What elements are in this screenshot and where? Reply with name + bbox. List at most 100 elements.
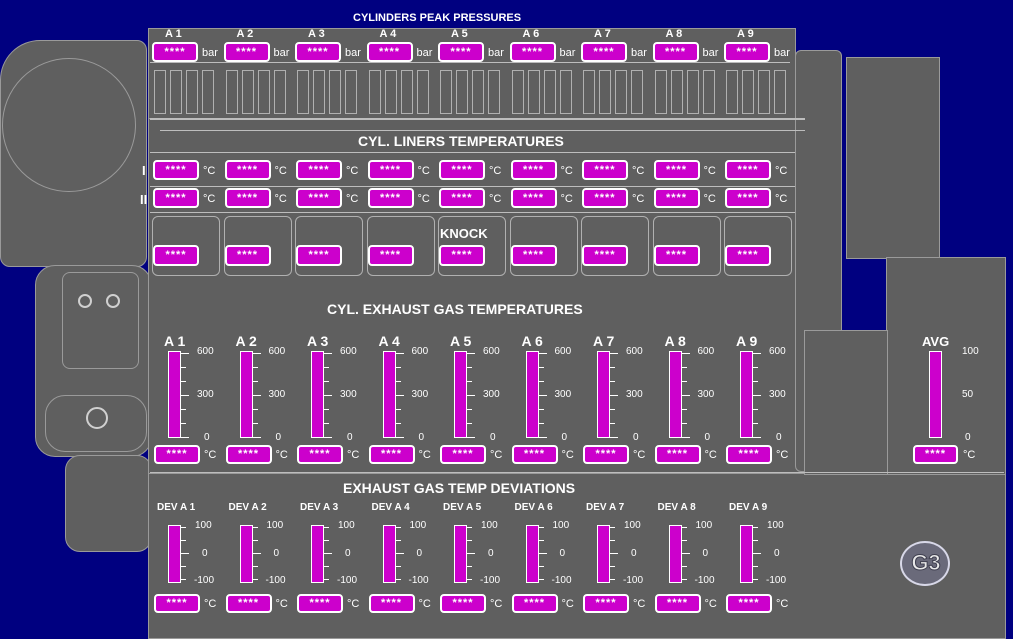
knock-a5: **** — [439, 245, 485, 266]
exhaust-value-a6: **** — [511, 445, 558, 464]
rocker-slot — [702, 70, 715, 114]
dev-scale-100-a3: 100 — [338, 520, 355, 531]
rocker-slot — [615, 70, 627, 114]
knock-frame — [652, 216, 721, 276]
dev-scale-0-a6: 0 — [559, 548, 566, 559]
dev-tick — [538, 527, 544, 528]
dev-tick — [324, 579, 329, 580]
rocker-slot — [297, 70, 309, 114]
dev-bar-a9 — [740, 525, 753, 583]
exhaust-tick — [681, 353, 690, 354]
liner-ii-a2: **** — [224, 188, 271, 208]
rocker-slot — [654, 70, 667, 114]
exhaust-tick — [467, 367, 472, 368]
knock-frame — [581, 216, 649, 276]
dev-tick — [324, 540, 329, 541]
exhaust-tick — [395, 381, 401, 382]
dev-scale-0-a3: 0 — [345, 548, 351, 559]
liner-ii-unit-a1: °C — [203, 193, 216, 205]
exhaust-bar-a5 — [454, 351, 467, 438]
engine-pump-wheel — [86, 407, 108, 429]
exhaust-scale-300-a8: 300 — [697, 389, 715, 400]
exhaust-bar-a4 — [382, 351, 396, 438]
dev-scale-100-a2: 100 — [266, 520, 284, 531]
exhaust-scale-300-a2: 300 — [268, 389, 286, 400]
exhaust-scale-300-a3: 300 — [340, 389, 357, 400]
exhaust-tick — [252, 409, 258, 410]
avg-exhaust-bar — [929, 351, 942, 438]
peak-label-a2: A 2 — [236, 28, 254, 40]
dev-scale-100-a6: 100 — [552, 520, 570, 531]
peak-pressure-a2: **** — [223, 42, 270, 62]
exhaust-bar-a9 — [740, 351, 753, 438]
dev-value-a4: **** — [368, 594, 415, 613]
dev-scale-100-a8: 100 — [695, 520, 713, 531]
knock-a6: **** — [510, 245, 557, 266]
liner-ii-unit-a5: °C — [489, 193, 502, 205]
dev-label-a5: DEV A 5 — [443, 502, 482, 513]
dev-bar-a5 — [454, 525, 467, 583]
peak-pressure-a3: **** — [295, 42, 341, 62]
exhaust-label-a5: A 5 — [450, 333, 472, 349]
dev-scale-neg100-a3: -100 — [337, 575, 358, 586]
exhaust-tick — [252, 395, 261, 396]
exhaust-scale-300-a4: 300 — [411, 389, 429, 400]
liner-ii-a1: **** — [153, 188, 199, 208]
liner-ii-unit-a7: °C — [632, 193, 645, 205]
peak-unit-a9: bar — [774, 47, 790, 59]
dev-tick — [681, 553, 690, 554]
exhaust-value-a3: **** — [297, 445, 343, 464]
exhaust-bar-a3 — [311, 351, 324, 438]
dev-label-a8: DEV A 8 — [657, 502, 696, 513]
dev-scale-neg100-a7: -100 — [623, 575, 644, 586]
peak-unit-a7: bar — [631, 47, 647, 59]
dev-bar-a1 — [168, 525, 181, 583]
exhaust-tick — [252, 381, 258, 382]
knock-a2: **** — [224, 245, 271, 266]
exhaust-tick — [181, 395, 189, 396]
exhaust-tick — [395, 409, 401, 410]
dev-tick — [324, 527, 329, 528]
dev-tick — [395, 579, 401, 580]
exhaust-tick — [395, 367, 401, 368]
rocker-slot — [416, 70, 429, 114]
exhaust-tick — [753, 381, 758, 382]
liner-ii-a8: **** — [653, 188, 700, 208]
exhaust-tick — [252, 437, 261, 438]
knock-a1: **** — [153, 245, 199, 266]
exhaust-value-a5: **** — [440, 445, 486, 464]
rocker-slot — [368, 70, 381, 114]
exhaust-label-a3: A 3 — [307, 333, 329, 349]
exhaust-tick — [610, 409, 615, 410]
knock-a3: **** — [296, 245, 342, 266]
rocker-slot — [241, 70, 254, 114]
liner-i-a2: **** — [224, 160, 271, 180]
dev-tick — [324, 553, 332, 554]
exhaust-bar-a1 — [168, 351, 181, 438]
liner-ii-a4: **** — [367, 188, 414, 208]
dev-bar-a3 — [311, 525, 324, 583]
exhaust-tick — [324, 423, 329, 424]
dev-value-a1: **** — [154, 594, 200, 613]
dev-tick — [252, 553, 261, 554]
exhaust-unit-a4: °C — [418, 449, 431, 461]
dev-scale-neg100-a5: -100 — [480, 575, 501, 586]
engine-flywheel — [2, 58, 136, 192]
exhaust-scale-300-a5: 300 — [483, 389, 500, 400]
exhaust-unit-a8: °C — [704, 449, 717, 461]
dev-tick — [681, 527, 687, 528]
row-label-i: I — [142, 163, 146, 178]
engine-lower-block — [148, 473, 1006, 639]
liner-i-unit-a8: °C — [703, 165, 716, 177]
liner-ii-unit-a9: °C — [775, 193, 788, 205]
dev-value-a3: **** — [297, 594, 343, 613]
dev-unit-a2: °C — [275, 598, 288, 610]
engine-right-box — [886, 257, 1006, 475]
exhaust-tick — [753, 395, 761, 396]
liner-ii-a6: **** — [510, 188, 557, 208]
dev-tick — [252, 579, 258, 580]
rocker-slot — [313, 70, 325, 114]
liner-ii-a7: **** — [582, 188, 628, 208]
exhaust-tick — [181, 381, 186, 382]
dev-tick — [181, 566, 186, 567]
